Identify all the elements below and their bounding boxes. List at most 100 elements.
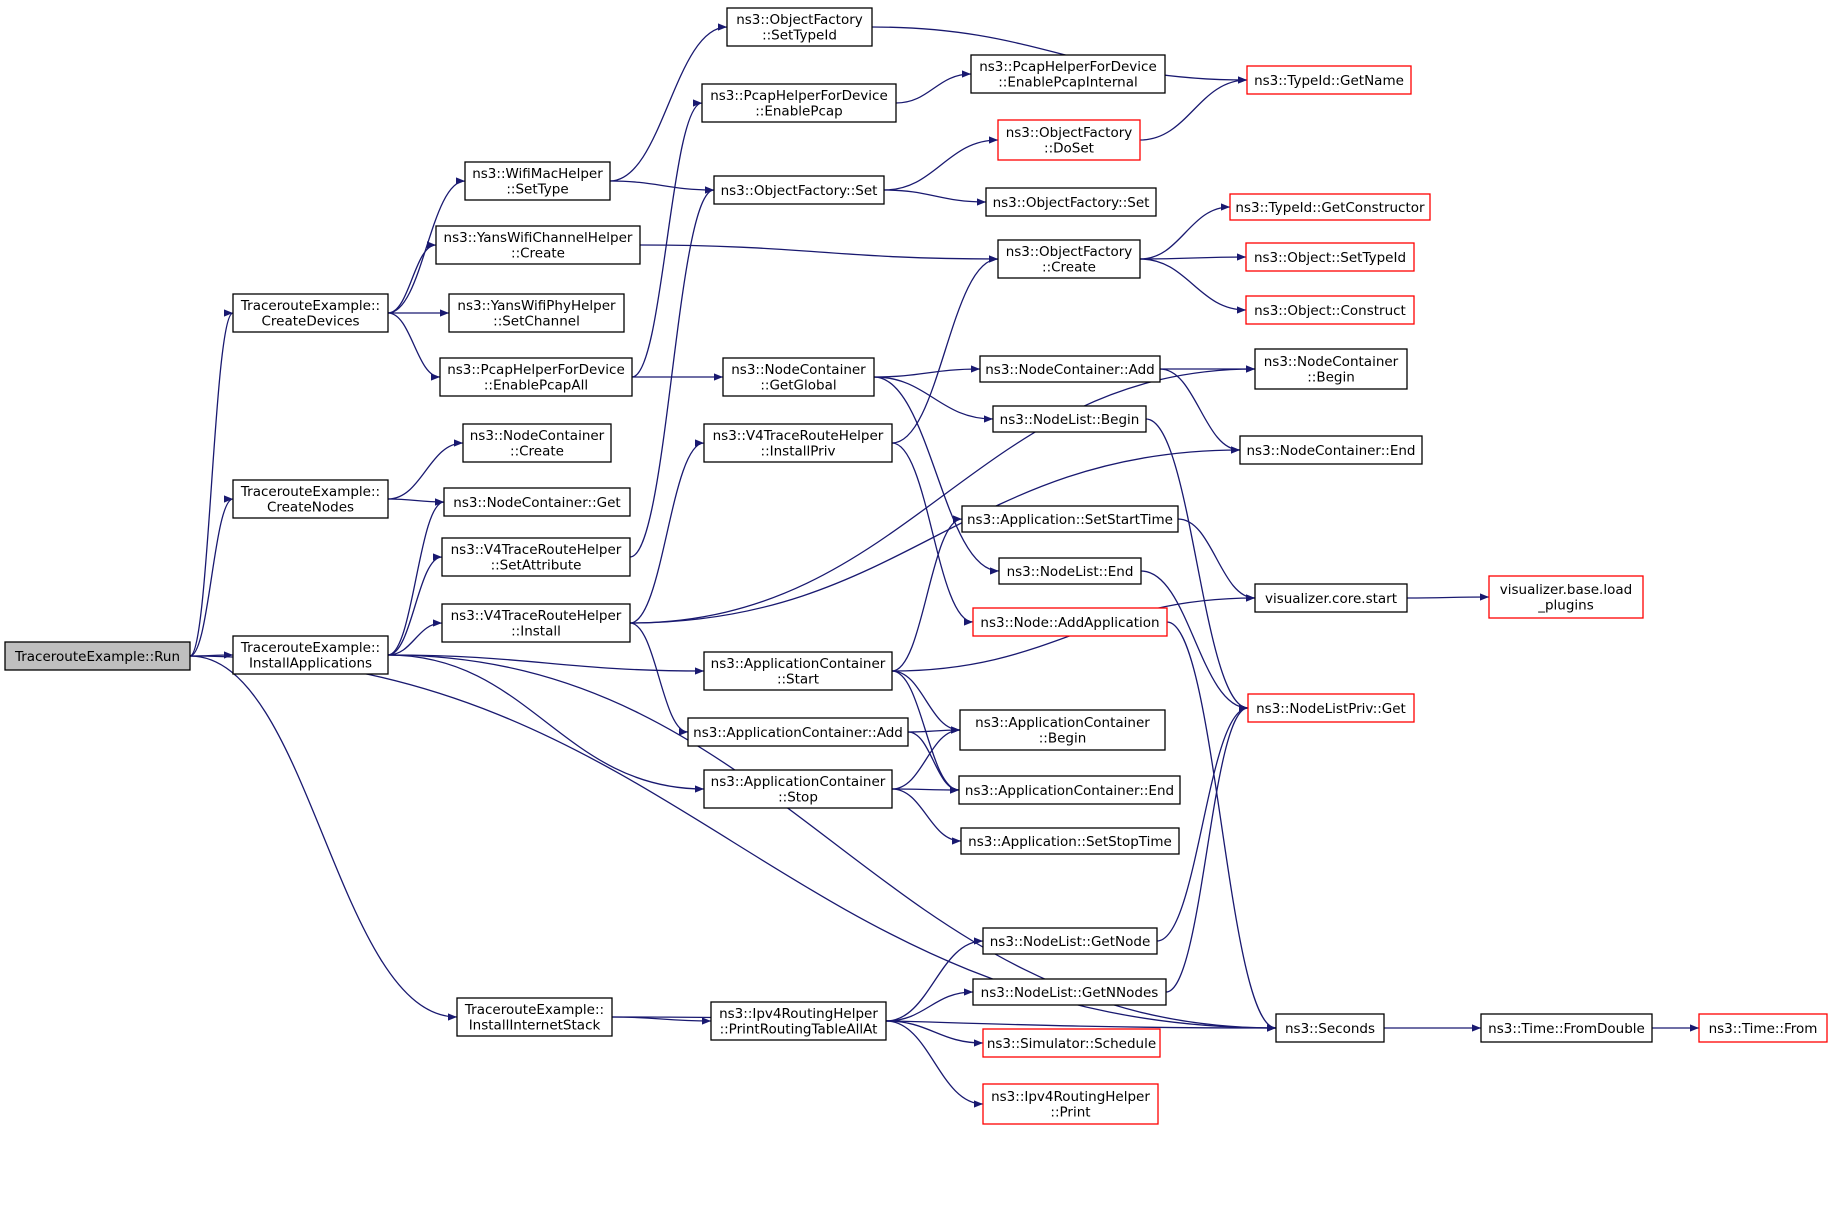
node-ac-start[interactable]: ns3::ApplicationContainer::Start [703, 651, 893, 691]
node-type-id-get-constructor[interactable]: ns3::TypeId::GetConstructor [1229, 193, 1431, 221]
node-ipv4-print[interactable]: ns3::Ipv4RoutingHelper::Print [982, 1083, 1159, 1125]
node-label-line: ns3::WifiMacHelper [472, 166, 603, 182]
edge-nl-get-nnodes-to-nl-priv-get [1165, 704, 1249, 993]
node-label-line: ns3::Simulator::Schedule [987, 1036, 1156, 1052]
node-box [703, 769, 893, 809]
node-node-add-app[interactable]: ns3::Node::AddApplication [972, 607, 1168, 637]
node-label-line: ns3::Application::SetStartTime [967, 512, 1173, 528]
node-nc-add[interactable]: ns3::NodeContainer::Add [979, 355, 1161, 383]
node-ac-add[interactable]: ns3::ApplicationContainer::Add [687, 717, 909, 747]
node-pcap-enable-all[interactable]: ns3::PcapHelperForDevice::EnablePcapAll [439, 357, 633, 397]
node-app-set-stop-time[interactable]: ns3::Application::SetStopTime [960, 827, 1180, 855]
node-yans-channel-create[interactable]: ns3::YansWifiChannelHelper::Create [435, 225, 641, 265]
node-nl-end[interactable]: ns3::NodeList::End [998, 557, 1142, 585]
node-viz-start[interactable]: visualizer.core.start [1254, 583, 1408, 613]
node-nc-begin[interactable]: ns3::NodeContainer::Begin [1254, 348, 1408, 390]
node-label-line: ns3::NodeContainer::Get [453, 495, 620, 511]
node-box [1245, 242, 1415, 272]
node-viz-load-plugins[interactable]: visualizer.base.load_plugins [1488, 575, 1644, 619]
edge-create-devices-to-pcap-enable-all [387, 312, 441, 381]
node-obj-set-type-id[interactable]: ns3::Object::SetTypeId [1245, 242, 1415, 272]
node-nc-create[interactable]: ns3::NodeContainer::Create [462, 423, 612, 463]
edge-v4-install-priv-to-of-create [891, 255, 999, 444]
node-box [441, 603, 631, 643]
node-box [703, 651, 893, 691]
node-box [726, 7, 873, 47]
node-label-line: TracerouteExample:: [240, 484, 380, 500]
node-ac-end[interactable]: ns3::ApplicationContainer::End [958, 775, 1181, 805]
edge-of-create-to-obj-construct [1139, 258, 1247, 314]
node-nc-end[interactable]: ns3::NodeContainer::End [1239, 435, 1423, 465]
edge-run-to-install-internet-stack [189, 655, 458, 1021]
node-app-set-start-time[interactable]: ns3::Application::SetStartTime [961, 505, 1179, 533]
node-nl-get-nnodes[interactable]: ns3::NodeList::GetNNodes [972, 978, 1167, 1006]
edge-of-do-set-to-type-id-get-name [1139, 76, 1248, 141]
edge-ac-start-to-app-set-start-time [891, 515, 963, 672]
node-box [958, 775, 1181, 805]
edge-ac-stop-to-app-set-stop-time [891, 788, 962, 845]
edge-install-applications-to-nc-get [387, 498, 445, 656]
node-nl-begin[interactable]: ns3::NodeList::Begin [992, 405, 1147, 433]
node-ipv4-print-all[interactable]: ns3::Ipv4RoutingHelper::PrintRoutingTabl… [710, 1001, 887, 1041]
node-box [456, 997, 613, 1037]
edge-viz-start-to-viz-load-plugins [1406, 593, 1490, 601]
node-sim-schedule[interactable]: ns3::Simulator::Schedule [982, 1028, 1161, 1058]
node-box [1698, 1013, 1828, 1043]
node-nc-get-global[interactable]: ns3::NodeContainer::GetGlobal [722, 357, 875, 397]
node-label-line: ns3::Ipv4RoutingHelper [991, 1089, 1150, 1105]
node-label-line: ns3::NodeList::GetNNodes [981, 985, 1159, 1001]
node-wifi-mac-set-type[interactable]: ns3::WifiMacHelper::SetType [464, 161, 611, 201]
edge-app-set-start-time-to-viz-start [1177, 518, 1256, 602]
node-box [462, 423, 612, 463]
node-of-create[interactable]: ns3::ObjectFactory::Create [997, 239, 1141, 279]
node-ac-stop[interactable]: ns3::ApplicationContainer::Stop [703, 769, 893, 809]
node-of-set[interactable]: ns3::ObjectFactory::Set [713, 175, 885, 205]
node-time-from[interactable]: ns3::Time::From [1698, 1013, 1828, 1043]
node-of-set-type-id[interactable]: ns3::ObjectFactory::SetTypeId [726, 7, 873, 47]
node-box [997, 239, 1141, 279]
node-box [1254, 583, 1408, 613]
node-box [970, 54, 1166, 94]
node-nc-get[interactable]: ns3::NodeContainer::Get [443, 487, 631, 517]
edge-v4-install-to-v4-install-priv [629, 439, 705, 624]
edge-nl-end-to-nl-priv-get [1140, 570, 1249, 712]
node-create-nodes[interactable]: TracerouteExample::CreateNodes [232, 479, 389, 519]
node-of-set2[interactable]: ns3::ObjectFactory::Set [985, 187, 1157, 217]
node-type-id-get-name[interactable]: ns3::TypeId::GetName [1246, 65, 1412, 95]
node-label-line: ::SetAttribute [491, 558, 582, 574]
node-label-line: ::Install [511, 624, 561, 640]
node-nl-get-node[interactable]: ns3::NodeList::GetNode [982, 927, 1158, 955]
node-v4-set-attribute[interactable]: ns3::V4TraceRouteHelper::SetAttribute [441, 537, 631, 577]
edge-wifi-mac-set-type-to-of-set [609, 180, 715, 194]
node-yans-phy-set-channel[interactable]: ns3::YansWifiPhyHelper::SetChannel [448, 293, 625, 333]
node-box [443, 487, 631, 517]
node-of-do-set[interactable]: ns3::ObjectFactory::DoSet [997, 119, 1141, 161]
edge-of-create-to-obj-set-type-id [1139, 253, 1247, 261]
node-obj-construct[interactable]: ns3::Object::Construct [1245, 295, 1415, 325]
edge-nl-begin-to-nl-priv-get [1145, 418, 1249, 712]
edge-of-set-to-of-do-set [883, 136, 999, 191]
node-label-line: ::SetTypeId [762, 28, 837, 44]
node-pcap-enable[interactable]: ns3::PcapHelperForDevice::EnablePcap [701, 83, 897, 123]
node-time-from-double[interactable]: ns3::Time::FromDouble [1480, 1013, 1653, 1043]
node-label-line: ns3::NodeListPriv::Get [1256, 701, 1406, 717]
edge-install-applications-to-ac-start [387, 654, 705, 675]
node-label-line: visualizer.base.load [1500, 582, 1632, 598]
node-v4-install[interactable]: ns3::V4TraceRouteHelper::Install [441, 603, 631, 643]
node-v4-install-priv[interactable]: ns3::V4TraceRouteHelper::InstallPriv [703, 423, 893, 463]
edge-nl-get-node-to-nl-priv-get [1156, 704, 1249, 942]
node-install-internet-stack[interactable]: TracerouteExample::InstallInternetStack [456, 997, 613, 1037]
node-box [972, 978, 1167, 1006]
node-seconds[interactable]: ns3::Seconds [1275, 1013, 1385, 1043]
node-install-applications[interactable]: TracerouteExample::InstallApplications [232, 635, 389, 675]
node-ac-begin[interactable]: ns3::ApplicationContainer::Begin [959, 709, 1166, 751]
node-create-devices[interactable]: TracerouteExample::CreateDevices [232, 293, 389, 333]
node-label-line: ns3::YansWifiPhyHelper [457, 298, 616, 314]
node-run[interactable]: TracerouteExample::Run [4, 641, 191, 671]
edge-create-devices-to-yans-channel-create [387, 241, 437, 314]
edge-ac-start-to-ac-end [891, 670, 960, 794]
node-label-line: ns3::NodeList::End [1007, 564, 1134, 580]
node-box [722, 357, 875, 397]
node-pcap-enable-internal[interactable]: ns3::PcapHelperForDevice::EnablePcapInte… [970, 54, 1166, 94]
node-nl-priv-get[interactable]: ns3::NodeListPriv::Get [1247, 693, 1415, 723]
